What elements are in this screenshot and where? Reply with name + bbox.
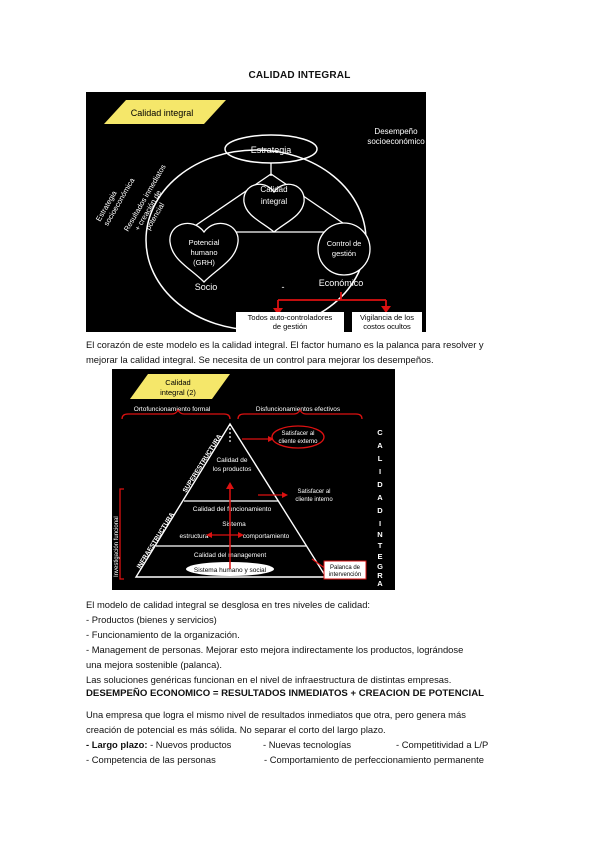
para2-line-1: El modelo de calidad integral se desglos…	[86, 599, 371, 610]
comportamiento-label: comportamiento	[243, 533, 290, 540]
box-costos-ocultos	[352, 312, 422, 332]
calidad-funcionamiento: Calidad del funcionamiento	[193, 506, 272, 513]
para3-line-2: creación de potencial es más sólida. No …	[86, 724, 386, 735]
list-row-1: - Largo plazo: - Nuevos productos - Nuev…	[86, 737, 516, 752]
estructura-label: estructura	[180, 533, 209, 540]
vl-6: D	[377, 506, 383, 515]
para1-line-2: mejorar la calidad integral. Se necesita…	[86, 354, 434, 365]
satisfacer-externo-1: Satisfacer al	[281, 431, 314, 437]
human-text-1: Potencial	[189, 238, 220, 247]
badge-shape	[104, 100, 226, 124]
bottom-right-text-1: Vigilancia de los	[360, 313, 414, 322]
vl-2: L	[378, 454, 383, 463]
figure-1-diagram: Calidad integral Estrategia socioeconómi…	[86, 92, 426, 332]
economico-label: Económico	[319, 278, 364, 288]
human-heart-shape	[169, 222, 239, 283]
infraestructura-label: INFRAESTRUCTURA	[136, 511, 176, 570]
satisfacer-interno-1: Satisfacer al	[297, 489, 330, 495]
brace-right	[237, 408, 363, 420]
section-heading: DESEMPEÑO ECONOMICO = RESULTADOS INMEDIA…	[86, 688, 484, 699]
vertical-letters: C A L I D A D I N T E G R A	[377, 428, 383, 588]
bottom-left-text-1: Todos auto-controladores	[248, 313, 333, 322]
bottom-left-text-2: de gestión	[273, 322, 308, 331]
vl-13: R	[377, 571, 383, 580]
vl-10: T	[378, 541, 383, 550]
sistema-label: Sistema	[222, 521, 246, 528]
satisfacer-externo-2: cliente externo	[278, 439, 318, 445]
control-text-2: gestión	[332, 249, 356, 258]
human-text-3: (GRH)	[193, 258, 215, 267]
top-right-text-1: Desempeño	[374, 127, 418, 136]
largo-plazo-label: - Largo plazo:	[86, 739, 148, 750]
vl-12: G	[377, 562, 383, 571]
figure-2-svg: Calidad integral (2) Ortofuncionamiento …	[114, 374, 383, 588]
list-row-2: - Competencia de las personas - Comporta…	[86, 752, 516, 767]
paragraph-2: El modelo de calidad integral se desglos…	[86, 597, 516, 687]
header-right: Disfuncionamientos efectivos	[256, 406, 341, 413]
investigacion-label: Investigación funcional	[114, 516, 120, 577]
row2-item-a: - Competencia de las personas	[86, 754, 216, 765]
para1-line-1: El corazón de este modelo es la calidad …	[86, 339, 484, 350]
heart-text-2: integral	[261, 197, 287, 206]
vl-11: E	[377, 552, 382, 561]
badge2-text-1: Calidad	[165, 378, 190, 387]
heart-text-1: Calidad	[260, 185, 287, 194]
vl-1: A	[377, 441, 383, 450]
triangle	[183, 173, 359, 233]
dash-label: -	[282, 282, 285, 292]
vl-4: D	[377, 480, 383, 489]
para2-line-3: - Funcionamiento de la organización.	[86, 629, 240, 640]
vl-9: N	[377, 530, 382, 539]
para2-line-5: una mejora sostenible (palanca).	[86, 659, 223, 670]
control-circle	[317, 222, 371, 276]
vl-14: A	[377, 579, 383, 588]
heart-shape	[243, 183, 305, 233]
control-text-1: Control de	[327, 239, 362, 248]
vl-8: I	[379, 519, 381, 528]
satisfacer-interno-2: cliente interno	[295, 497, 333, 503]
para3-line-1: Una empresa que logra el mismo nivel de …	[86, 709, 466, 720]
palanca-box	[323, 560, 367, 580]
palanca-text-2: intervención	[329, 572, 361, 578]
vl-5: A	[377, 493, 383, 502]
satisfacer-externo-ellipse	[271, 425, 325, 449]
brace-left	[121, 408, 231, 420]
calidad-productos-2: los productos	[213, 466, 252, 473]
box-autocontroladores	[236, 312, 344, 332]
para2-line-4: - Management de personas. Mejorar esto m…	[86, 644, 464, 655]
header-left: Ortofuncionamiento formal	[134, 406, 211, 413]
row2-item-b: - Comportamiento de perfeccionamiento pe…	[264, 754, 484, 765]
figure-1-svg: Calidad integral Estrategia socioeconómi…	[94, 100, 425, 332]
palanca-text-1: Palanca de	[330, 565, 361, 571]
sistema-humano-label: Sistema humano y social	[194, 567, 267, 574]
bottom-right-text-2: costos ocultos	[363, 322, 411, 331]
vl-3: I	[379, 467, 381, 476]
figure-2-diagram: Calidad integral (2) Ortofuncionamiento …	[112, 369, 395, 590]
row1-item-c: - Competitividad a L/P	[396, 739, 489, 750]
top-right-text-2: socioeconómico	[367, 137, 425, 146]
socio-label: Socio	[195, 282, 218, 292]
para2-line-6: Las soluciones genéricas funcionan en el…	[86, 674, 452, 685]
paragraph-1: El corazón de este modelo es la calidad …	[86, 337, 516, 367]
row1-item-a: - Nuevos productos	[150, 739, 232, 750]
para2-line-2: - Productos (bienes y servicios)	[86, 614, 217, 625]
human-text-2: humano	[190, 248, 217, 257]
row1-item-b: - Nuevas tecnologías	[263, 739, 352, 750]
paragraph-3: Una empresa que logra el mismo nivel de …	[86, 707, 516, 737]
strategy-label: Estrategia	[251, 145, 292, 155]
badge2-shape	[130, 374, 230, 399]
page-title: CALIDAD INTEGRAL	[248, 70, 351, 81]
vl-0: C	[377, 428, 383, 437]
badge-label: Calidad integral	[131, 108, 194, 118]
badge2-text-2: integral (2)	[160, 388, 196, 397]
calidad-productos-1: Calidad de	[216, 457, 247, 464]
